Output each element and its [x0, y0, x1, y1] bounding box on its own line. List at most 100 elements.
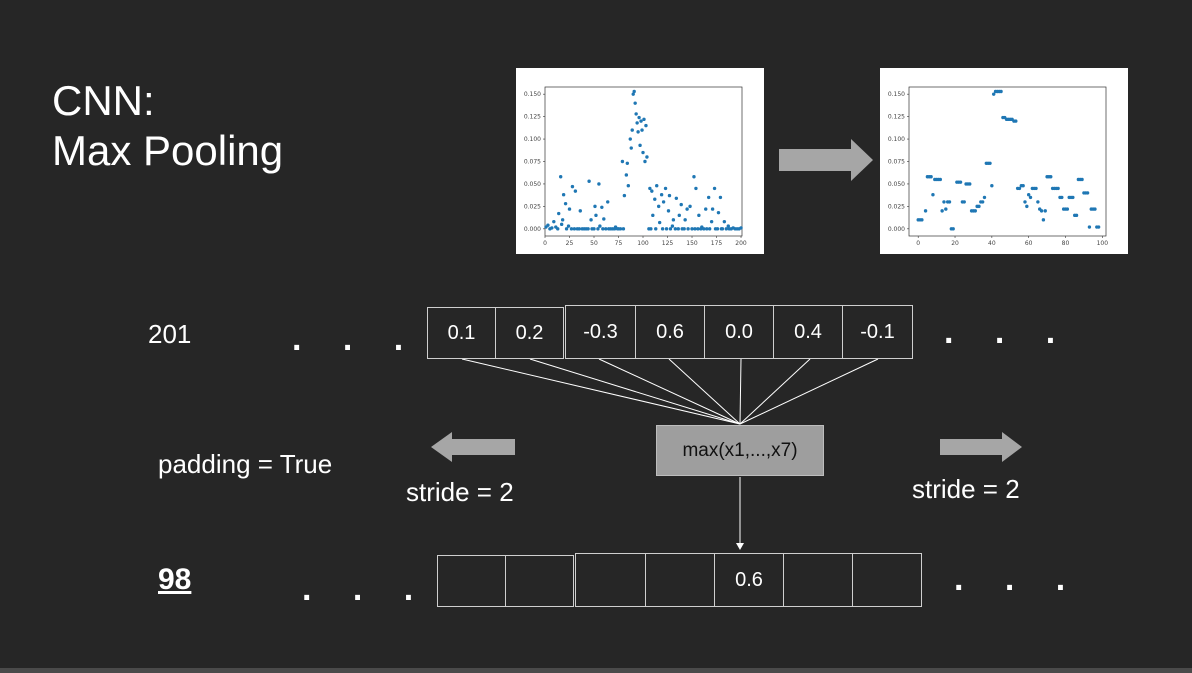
ellipsis-input-right: . . . [944, 313, 1072, 351]
scatter-before-point [638, 143, 642, 148]
input-cell-3: -0.3 [565, 305, 636, 359]
scatter-before-point [653, 197, 657, 201]
scatter-before-point [690, 227, 694, 231]
scatter-after-point [1056, 186, 1060, 191]
scatter-after-point [980, 200, 985, 204]
scatter-after-xtick-label: 100 [1097, 240, 1109, 247]
scatter-before-point [630, 128, 634, 132]
input-cell-4: 0.6 [635, 305, 705, 359]
scatter-before-point [566, 224, 571, 228]
scatter-before-point [704, 207, 708, 211]
scatter-before-point [710, 207, 715, 211]
scatter-after-point [1034, 186, 1038, 191]
scatter-before-point [636, 130, 640, 134]
scatter-before-point [625, 161, 630, 165]
scatter-after-point [944, 207, 948, 211]
scatter-before-point [641, 150, 645, 155]
output-cell-4 [645, 553, 715, 607]
scatter-before-point [677, 213, 681, 218]
title-line-2: Max Pooling [52, 127, 284, 174]
scatter-before-point [692, 175, 696, 179]
scatter-before-point [600, 205, 604, 209]
scatter-before-point [563, 201, 568, 206]
padding-label: padding = True [158, 449, 333, 479]
scatter-after-point [1087, 225, 1092, 229]
scatter-after-point [951, 227, 955, 231]
scatter-after-point [1025, 204, 1029, 209]
input-cell-7: -0.1 [842, 305, 913, 359]
title-line-1: CNN: [52, 77, 155, 124]
scatter-before-point [557, 211, 561, 216]
output-cell-1 [437, 555, 506, 607]
scatter-after-point [1093, 207, 1097, 211]
bottom-bar [0, 668, 1192, 673]
scatter-after-xtick-label: 60 [1025, 240, 1033, 247]
scatter-before-point [668, 227, 673, 231]
scatter-before-point [661, 200, 666, 204]
scatter-after-point [1028, 195, 1033, 200]
scatter-after-point [1060, 195, 1064, 200]
scatter-after-point [988, 161, 992, 165]
scatter-after-point [1017, 186, 1022, 191]
scatter-after-point [1021, 184, 1025, 188]
scatter-before-point [654, 227, 658, 231]
scatter-before-point [670, 224, 675, 228]
scatter-before-point [651, 213, 655, 218]
scatter-before-point [688, 204, 692, 209]
scatter-before-point [604, 227, 608, 231]
scatter-before-xtick-label: 0 [543, 240, 547, 247]
scatter-after-point [923, 209, 928, 213]
scatter-after-point [938, 177, 942, 182]
scatter-before-point [693, 227, 697, 231]
scatter-before-point [567, 207, 572, 211]
scatter-before-xtick-label: 150 [686, 240, 698, 247]
scatter-after-point [990, 184, 994, 188]
scatter-before-point [626, 184, 631, 188]
scatter-after-xtick-label: 80 [1062, 240, 1070, 247]
input-cell-5: 0.0 [704, 305, 774, 359]
stride-left-label: stride = 2 [406, 477, 514, 507]
output-arrowhead [736, 543, 744, 550]
input-cell-1: 0.1 [427, 307, 496, 359]
scatter-before-point [620, 159, 625, 164]
scatter-before-point [679, 202, 683, 207]
max-operation-box: max(x1,...,x7) [656, 425, 824, 476]
transform-arrow [779, 139, 873, 181]
scatter-before-point [598, 224, 602, 228]
scatter-before-point [558, 175, 563, 179]
slide-title: CNN: Max Pooling [52, 76, 283, 176]
ellipsis-input-left: . . . [292, 320, 420, 358]
scatter-before-point [578, 209, 582, 213]
scatter-before-point [643, 159, 647, 164]
scatter-before-point [624, 173, 629, 177]
scatter-before-point [552, 219, 556, 224]
scatter-before-point [724, 227, 729, 231]
scatter-before-point [594, 213, 598, 218]
scatter-before-point [645, 155, 649, 159]
scatter-before-point [587, 179, 591, 183]
input-cell-6: 0.4 [773, 305, 843, 359]
scatter-before-point [685, 207, 689, 211]
scatter-before-point [702, 227, 706, 231]
scatter-before-ytick-label: 0.025 [524, 203, 541, 210]
scatter-after-point [958, 180, 963, 184]
scatter-before-ytick-label: 0.000 [524, 226, 541, 233]
scatter-before-point [739, 226, 743, 230]
scatter-before-point [655, 184, 659, 188]
scatter-before-point [705, 227, 709, 231]
scatter-before-point [697, 213, 701, 218]
scatter-before-xtick-label: 100 [637, 240, 649, 247]
scatter-after-point [940, 209, 944, 213]
stride-left-arrow [431, 432, 515, 462]
scatter-before-point [559, 222, 564, 227]
scatter-after-point [1085, 191, 1090, 195]
scatter-before-point [682, 227, 686, 231]
output-cell-2 [505, 555, 574, 607]
scatter-before-point [674, 196, 679, 201]
scatter-before-point [667, 193, 672, 198]
scatter-before-point [673, 227, 678, 231]
scatter-after-point [1041, 218, 1046, 222]
scatter-after-ytick-label: 0.150 [888, 91, 905, 98]
